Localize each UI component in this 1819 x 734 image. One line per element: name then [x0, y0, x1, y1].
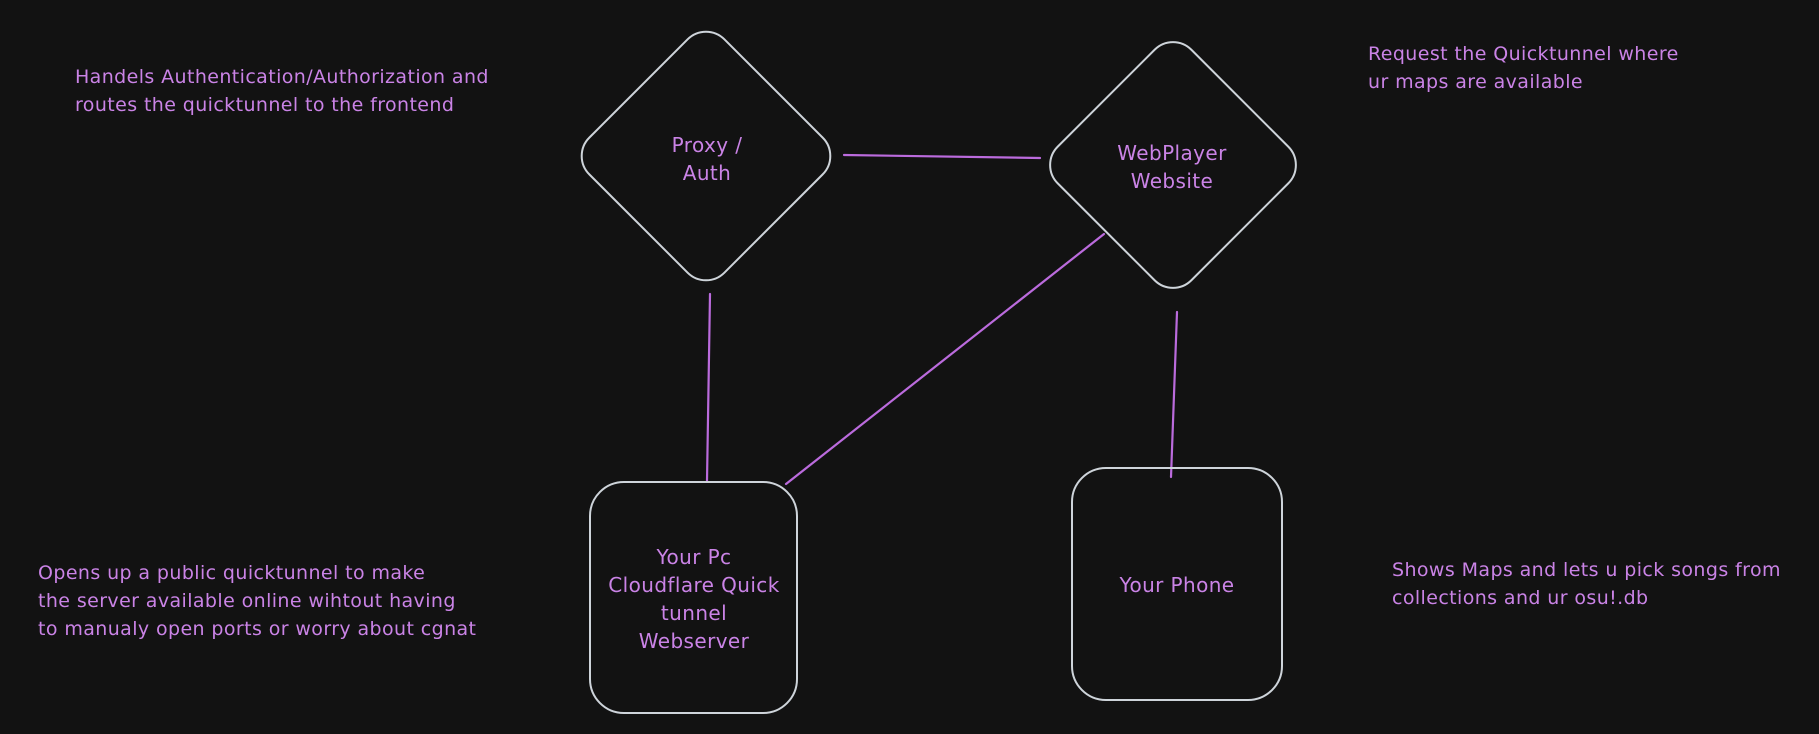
webplayer-website-shape[interactable]	[1039, 31, 1306, 298]
your-pc-shape[interactable]	[589, 481, 798, 714]
connector-webplayer-to-your-phone[interactable]	[1169, 310, 1179, 479]
webplayer-annotation[interactable]: Request the Quicktunnel where ur maps ar…	[1368, 43, 1679, 93]
your-pc-annotation[interactable]: Opens up a public quicktunnel to make th…	[38, 562, 477, 640]
connector-proxy-to-your-pc[interactable]	[705, 292, 712, 483]
your-phone-shape[interactable]	[1071, 467, 1283, 701]
your-phone-annotation[interactable]: Shows Maps and lets u pick songs from co…	[1392, 559, 1781, 609]
connector-webplayer-to-your-pc[interactable]	[784, 232, 1106, 486]
connector-proxy-to-webplayer[interactable]	[842, 153, 1042, 160]
proxy-annotation[interactable]: Handels Authentication/Authorization and…	[75, 66, 489, 116]
proxy-auth-shape[interactable]	[571, 21, 841, 291]
